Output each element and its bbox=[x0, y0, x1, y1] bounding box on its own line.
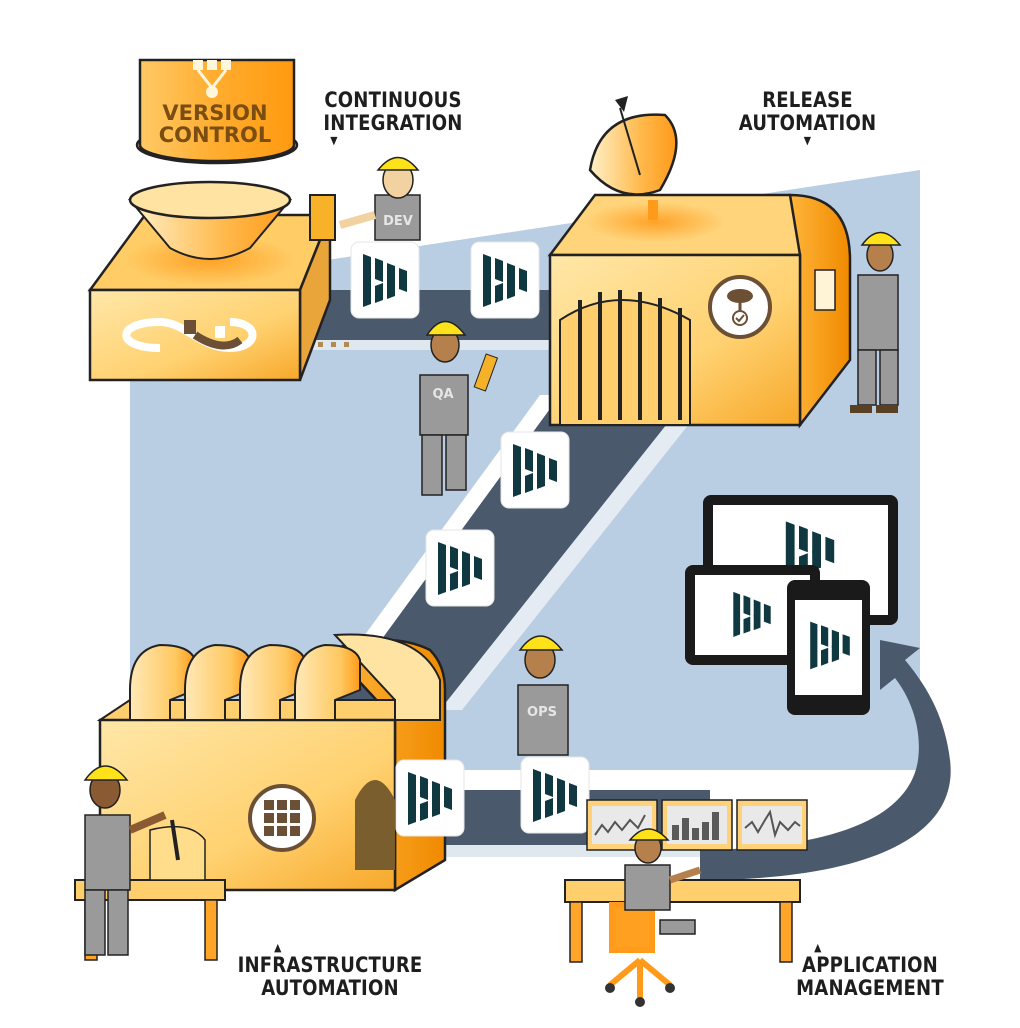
package-logo-icon bbox=[501, 432, 569, 508]
return-arrow-icon bbox=[700, 640, 951, 880]
ops-badge: OPS bbox=[527, 705, 557, 720]
tablet-device bbox=[685, 565, 820, 665]
phone-device bbox=[787, 580, 870, 715]
ia-label-line1: INFRASTRUCTURE bbox=[237, 953, 423, 977]
down-pointer-icon: ▼ bbox=[330, 134, 338, 147]
workers: DEV QA OPS bbox=[83, 156, 902, 956]
pulse-chart-icon bbox=[744, 809, 801, 839]
dev-badge: DEV bbox=[383, 214, 413, 229]
line-chart-icon bbox=[594, 814, 646, 836]
devices bbox=[685, 495, 898, 715]
worker-dev: DEV bbox=[338, 156, 421, 241]
ci-label-line2: INTEGRATION bbox=[323, 111, 463, 135]
ci-label-line1: CONTINUOUS bbox=[324, 88, 462, 112]
monitoring-desk bbox=[564, 799, 808, 1007]
application-management-label: ▲ APPLICATION MANAGEMENT bbox=[784, 942, 956, 1000]
am-label-line1: APPLICATION bbox=[802, 953, 938, 977]
ra-label-line1: RELEASE bbox=[762, 88, 853, 112]
grid-cycle-icon bbox=[248, 784, 316, 852]
version-control-label-line1: VERSION bbox=[162, 101, 267, 125]
down-pointer-icon: ▼ bbox=[803, 134, 812, 147]
am-label-line2: MANAGEMENT bbox=[796, 976, 944, 1000]
worker-release-operator bbox=[850, 231, 902, 413]
bar-chart-icon bbox=[672, 812, 719, 840]
worker-qa: QA bbox=[419, 320, 499, 496]
dashboard-screens bbox=[586, 799, 808, 851]
ia-label-line2: AUTOMATION bbox=[261, 976, 399, 1000]
version-control-drum: VERSION CONTROL bbox=[135, 58, 299, 165]
release-automation-machine bbox=[547, 96, 852, 429]
worker-monitor-operator bbox=[624, 828, 702, 935]
worker-infra-operator bbox=[83, 765, 167, 956]
package-logo-icon bbox=[396, 760, 464, 836]
satellite-dish-icon bbox=[588, 96, 678, 220]
continuous-integration-machine bbox=[87, 180, 336, 382]
package-logo-icon bbox=[426, 530, 494, 606]
infrastructure-automation-machine bbox=[74, 633, 447, 961]
package-logo-icon bbox=[351, 242, 419, 318]
release-automation-label: RELEASE AUTOMATION ▼ bbox=[732, 89, 883, 147]
continuous-integration-label: CONTINUOUS INTEGRATION ▼ bbox=[311, 89, 474, 147]
package-logo-icon bbox=[521, 757, 589, 833]
up-pointer-icon: ▲ bbox=[814, 941, 822, 954]
infrastructure-automation-label: ▲ INFRASTRUCTURE AUTOMATION bbox=[223, 942, 438, 1000]
infinity-plug-icon bbox=[122, 317, 257, 353]
ra-label-line2: AUTOMATION bbox=[738, 111, 877, 135]
qa-badge: QA bbox=[432, 387, 453, 402]
package-logo-icon bbox=[471, 242, 539, 318]
version-control-label-line2: CONTROL bbox=[159, 123, 272, 147]
exhaust-pipes bbox=[129, 643, 361, 721]
worker-ops: OPS bbox=[517, 635, 569, 756]
cloud-deploy-cycle-icon bbox=[708, 275, 772, 339]
up-pointer-icon: ▲ bbox=[274, 941, 282, 954]
